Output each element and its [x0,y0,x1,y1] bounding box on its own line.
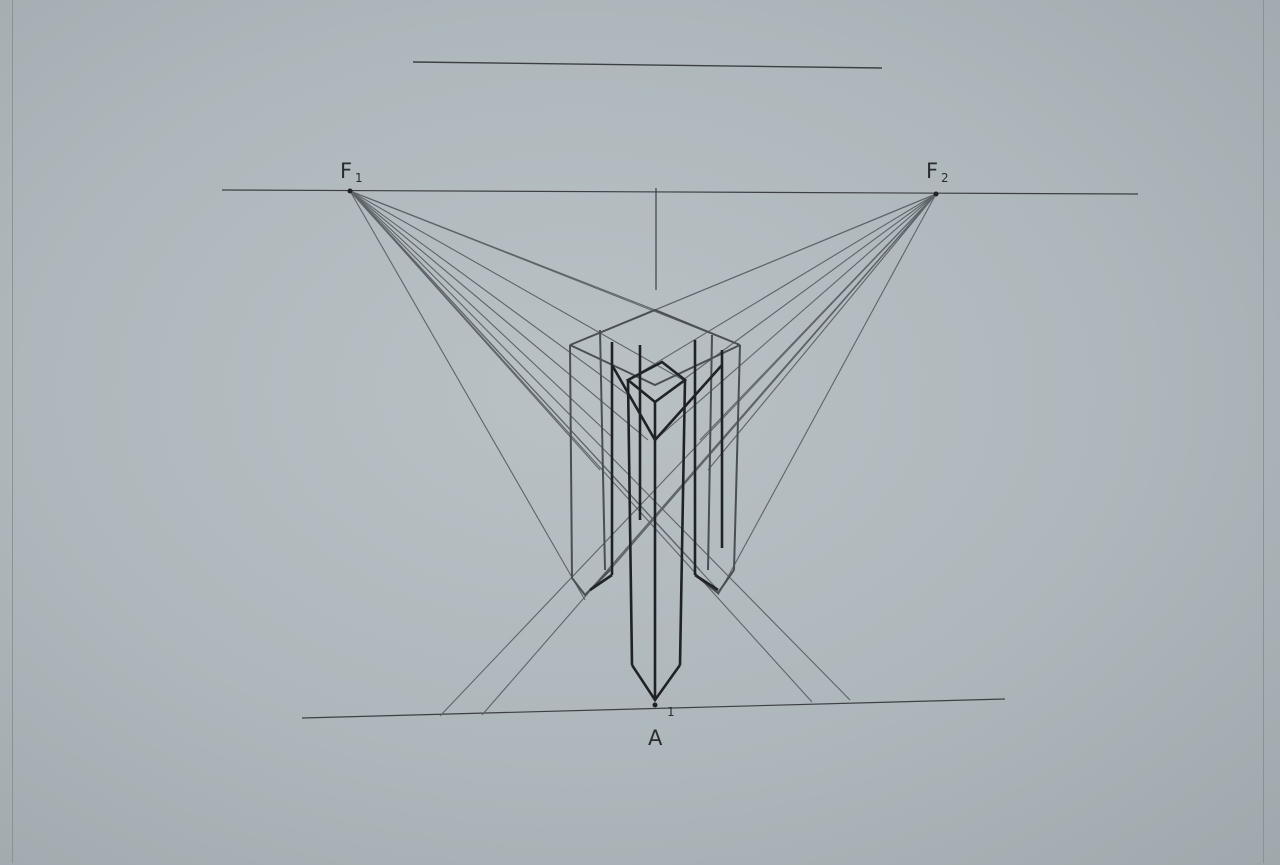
paper-margin-frame [12,0,1264,863]
horizon-line [221,189,1139,195]
label-f1: F [340,159,352,183]
vanishing-point-f2 [933,191,939,197]
ground-line [301,698,1006,719]
vanishing-lines-f1 [349,190,851,703]
label-f2: F [926,159,938,183]
label-a-superscript: 1 [667,705,675,719]
label-f1-subscript: 1 [355,171,363,185]
vanishing-lines-f2 [439,193,937,717]
label-a: A [648,726,663,750]
vanishing-point-f1 [347,188,353,194]
top-reference-line [412,61,883,69]
point-a1 [652,702,658,708]
outer-prism [569,308,741,597]
label-f2-subscript: 2 [941,171,949,185]
inner-column [589,340,724,703]
